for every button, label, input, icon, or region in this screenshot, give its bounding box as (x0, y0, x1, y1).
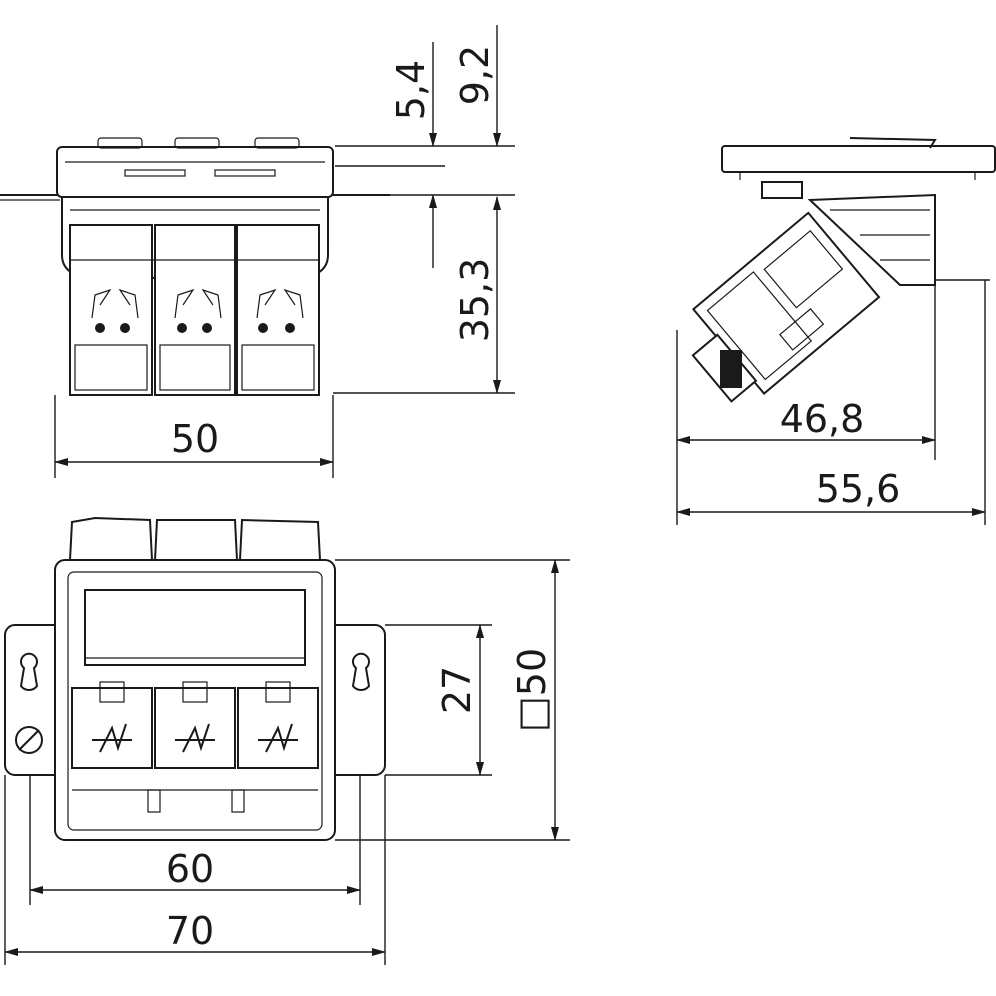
top-view-modules (69, 224, 320, 396)
top-view: 50 5,4 9,2 35,3 (0, 25, 515, 478)
dim-35-3: 35,3 (453, 258, 497, 343)
mount-holes (15, 652, 371, 754)
dim-60: 60 (166, 847, 214, 891)
ports (71, 681, 319, 813)
dim-70: 70 (166, 909, 214, 953)
dim-55-6: 55,6 (816, 467, 901, 511)
dim-27: 27 (435, 666, 479, 714)
dim-square-50: □50 (510, 648, 554, 732)
dim-46-8: 46,8 (780, 397, 865, 441)
dim-50-top: 50 (171, 417, 219, 461)
front-view: 60 70 27 □50 (4, 516, 570, 965)
side-view: 46,8 55,6 (676, 137, 996, 525)
dim-9-2: 9,2 (453, 45, 497, 105)
dim-5-4: 5,4 (389, 60, 433, 120)
top-clips (68, 516, 322, 561)
